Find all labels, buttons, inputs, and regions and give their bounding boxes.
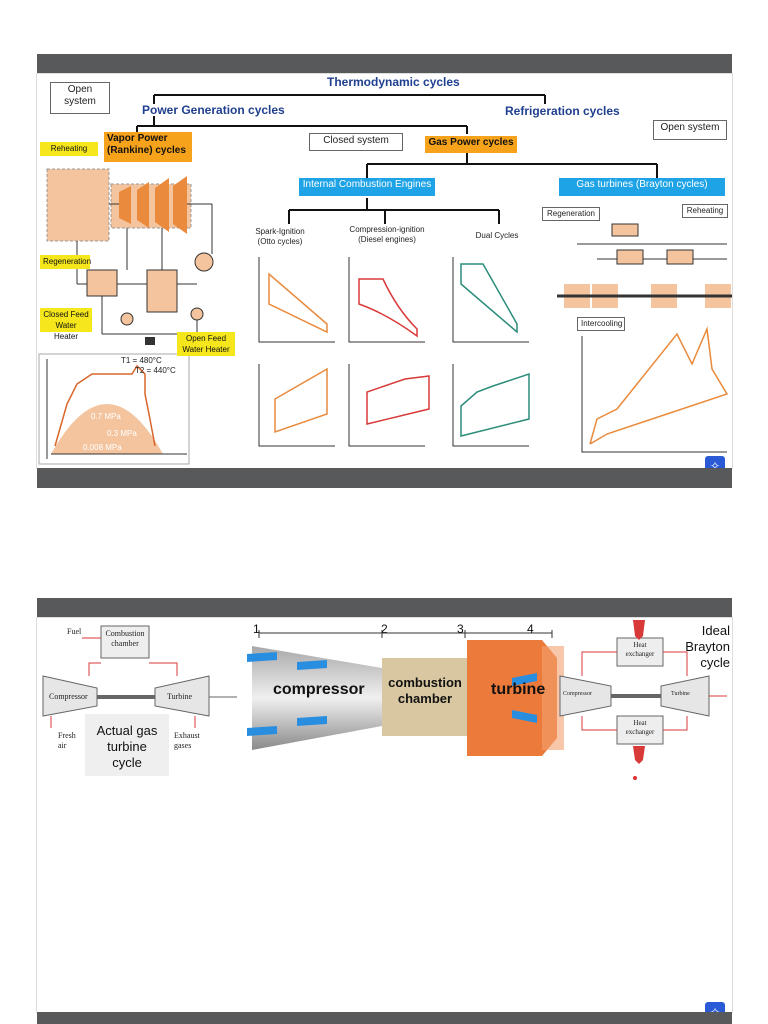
regeneration-label-right: Regeneration xyxy=(542,207,600,221)
slide2-diagram xyxy=(42,620,727,780)
exhaust-gases-label: Exhaust gases xyxy=(174,731,200,750)
heat-exchanger-top: Heat exchanger xyxy=(625,641,655,658)
fuel-label: Fuel xyxy=(67,627,82,636)
ice-box: Internal Combustion Engines xyxy=(299,178,435,196)
actual-cycle-caption: Actual gas turbine cycle xyxy=(96,723,158,770)
open-feed-label: Open Feed Water Heater xyxy=(177,332,235,356)
ts-label: 0.7 MPa xyxy=(91,412,121,421)
chart-title: Thermodynamic cycles xyxy=(327,75,460,89)
ts-label: T2 = 440°C xyxy=(135,366,176,375)
slide-top-bar xyxy=(37,54,732,74)
compressor-ideal: Compressor xyxy=(563,691,592,697)
ts-label: 0.3 MPa xyxy=(107,429,137,438)
gas-power-box: Gas Power cycles xyxy=(425,136,517,153)
slide-gas-turbine: Fuel Combustion chamber Compressor Turbi… xyxy=(37,618,732,1022)
reheating-label-left: Reheating xyxy=(40,142,98,156)
slide-bottom-bar xyxy=(37,1012,732,1024)
heat-exchanger-bottom: Heat exchanger xyxy=(625,719,655,736)
closed-system-callout: Closed system xyxy=(309,133,403,151)
turbine-small: Turbine xyxy=(167,692,193,701)
stage-number: 2 xyxy=(381,622,388,636)
power-generation-label: Power Generation cycles xyxy=(142,103,285,117)
ts-label: 8.0 MPa xyxy=(85,383,115,392)
stage-number: 1 xyxy=(253,622,260,636)
closed-feed-label: Closed Feed Water Heater xyxy=(40,308,92,341)
stage-number: 4 xyxy=(527,622,534,636)
ts-label: 2.0 MPa xyxy=(95,397,125,406)
fresh-air-label: Fresh air xyxy=(58,731,76,750)
regeneration-label-left: Regeneration xyxy=(40,255,91,269)
reheating-label-right: Reheating xyxy=(682,204,728,218)
intercooling-label: Intercooling xyxy=(577,317,625,331)
slide-top-bar xyxy=(37,598,732,618)
compressor-small: Compressor xyxy=(49,692,88,701)
stage-number: 3 xyxy=(457,622,464,636)
vapor-power-box: Vapor Power (Rankine) cycles xyxy=(104,132,192,162)
slide1-connectors xyxy=(38,94,732,465)
open-system-callout-right: Open system xyxy=(653,120,727,140)
compression-ignition-label: Compression-ignition (Diesel engines) xyxy=(349,225,425,244)
compressor-label: compressor xyxy=(273,681,365,698)
combustion-chamber-small: Combustion chamber xyxy=(105,629,145,648)
ts-label: T1 = 480°C xyxy=(121,356,162,365)
turbine-label: turbine xyxy=(491,681,546,698)
dual-cycles-label: Dual Cycles xyxy=(475,231,519,240)
ts-label: 0.008 MPa xyxy=(83,443,122,452)
slide-thermodynamic-cycles: Thermodynamic cycles Open system Power G… xyxy=(37,74,732,476)
spark-ignition-label: Spark-Ignition (Otto cycles) xyxy=(255,227,305,246)
turbine-ideal: Turbine xyxy=(671,691,690,697)
slide-bottom-bar xyxy=(37,468,732,488)
open-system-callout-left: Open system xyxy=(50,82,110,114)
combustion-chamber-label: combustion chamber xyxy=(388,675,462,706)
refrigeration-label: Refrigeration cycles xyxy=(505,104,620,118)
gas-turbines-box: Gas turbines (Brayton cycles) xyxy=(559,178,725,196)
ideal-brayton-caption: Ideal Brayton cycle xyxy=(685,623,730,670)
